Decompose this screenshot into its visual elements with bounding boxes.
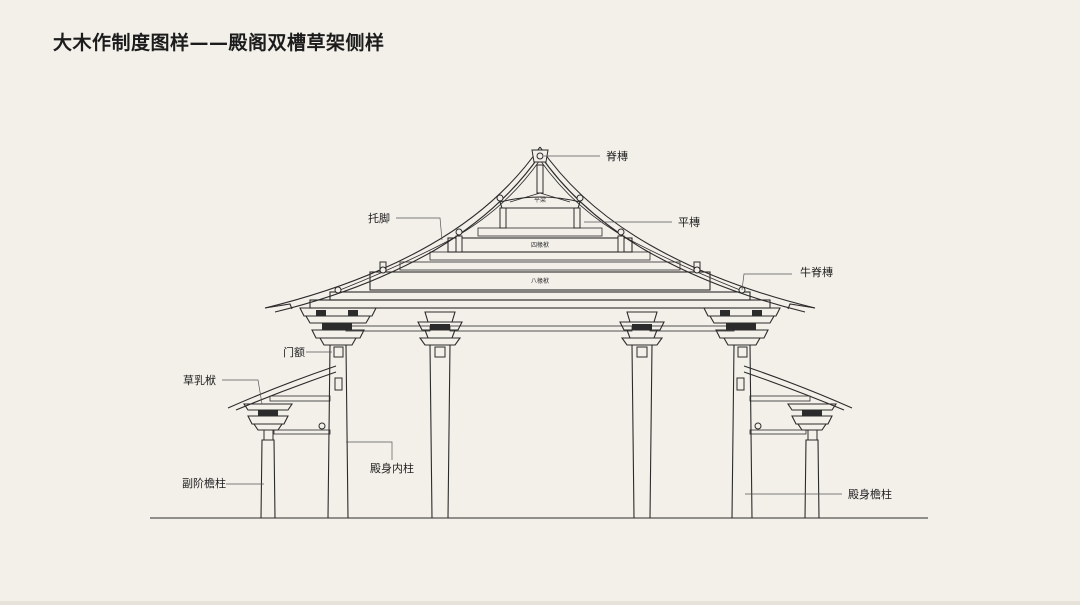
label-men-e: 门额 xyxy=(283,345,305,359)
bracket-aisle-right xyxy=(786,403,838,431)
struts xyxy=(379,164,701,273)
bracket-inner-right xyxy=(619,311,665,346)
lower-tie-beam xyxy=(309,299,771,309)
leader-lines xyxy=(222,155,842,495)
bracket-eave-right xyxy=(703,307,781,346)
label-cao-ru-fu: 草乳栿 xyxy=(183,373,216,387)
label-tuo-jiao: 托脚 xyxy=(368,211,390,225)
bracket-inner-left xyxy=(417,311,463,346)
aisle-roofs xyxy=(227,365,853,435)
label-ridge-purlin: 脊槫 xyxy=(606,149,628,163)
aisle-column-right xyxy=(804,439,820,519)
label-flat-beam: 平梁 xyxy=(534,196,546,204)
column-block-l xyxy=(334,377,343,391)
bracket-sets xyxy=(242,307,838,431)
eave-column-right xyxy=(731,344,753,519)
inner-column-right xyxy=(631,344,653,519)
bracket-aisle-left xyxy=(242,403,294,431)
bracket-eave-left xyxy=(299,307,377,346)
inner-column-left xyxy=(429,344,451,519)
label-flat-purlin: 平槫 xyxy=(678,216,700,229)
label-four-rafter-beam: 四椽栿 xyxy=(531,241,549,249)
flat-beam xyxy=(499,196,581,209)
bottom-bar xyxy=(0,601,1080,605)
columns xyxy=(260,344,820,519)
label-aisle-column: 副阶檐柱 xyxy=(182,476,226,490)
label-eight-rafter-beam: 八椽栿 xyxy=(531,277,549,285)
column-block-r xyxy=(736,377,745,391)
aisle-column-left xyxy=(260,439,276,519)
main-roof xyxy=(264,146,816,313)
label-niu-ji-purlin: 牛脊槫 xyxy=(800,265,833,279)
eave-column-left xyxy=(327,344,349,519)
label-inner-column: 殿身内柱 xyxy=(370,461,414,475)
labels: 脊槫 平槫 托脚 牛脊槫 门额 草乳栿 副阶檐柱 殿身内柱 殿身檐柱 xyxy=(182,149,892,501)
label-eave-column: 殿身檐柱 xyxy=(848,487,892,501)
page-title: 大木作制度图样——殿阁双槽草架侧样 xyxy=(53,32,385,54)
